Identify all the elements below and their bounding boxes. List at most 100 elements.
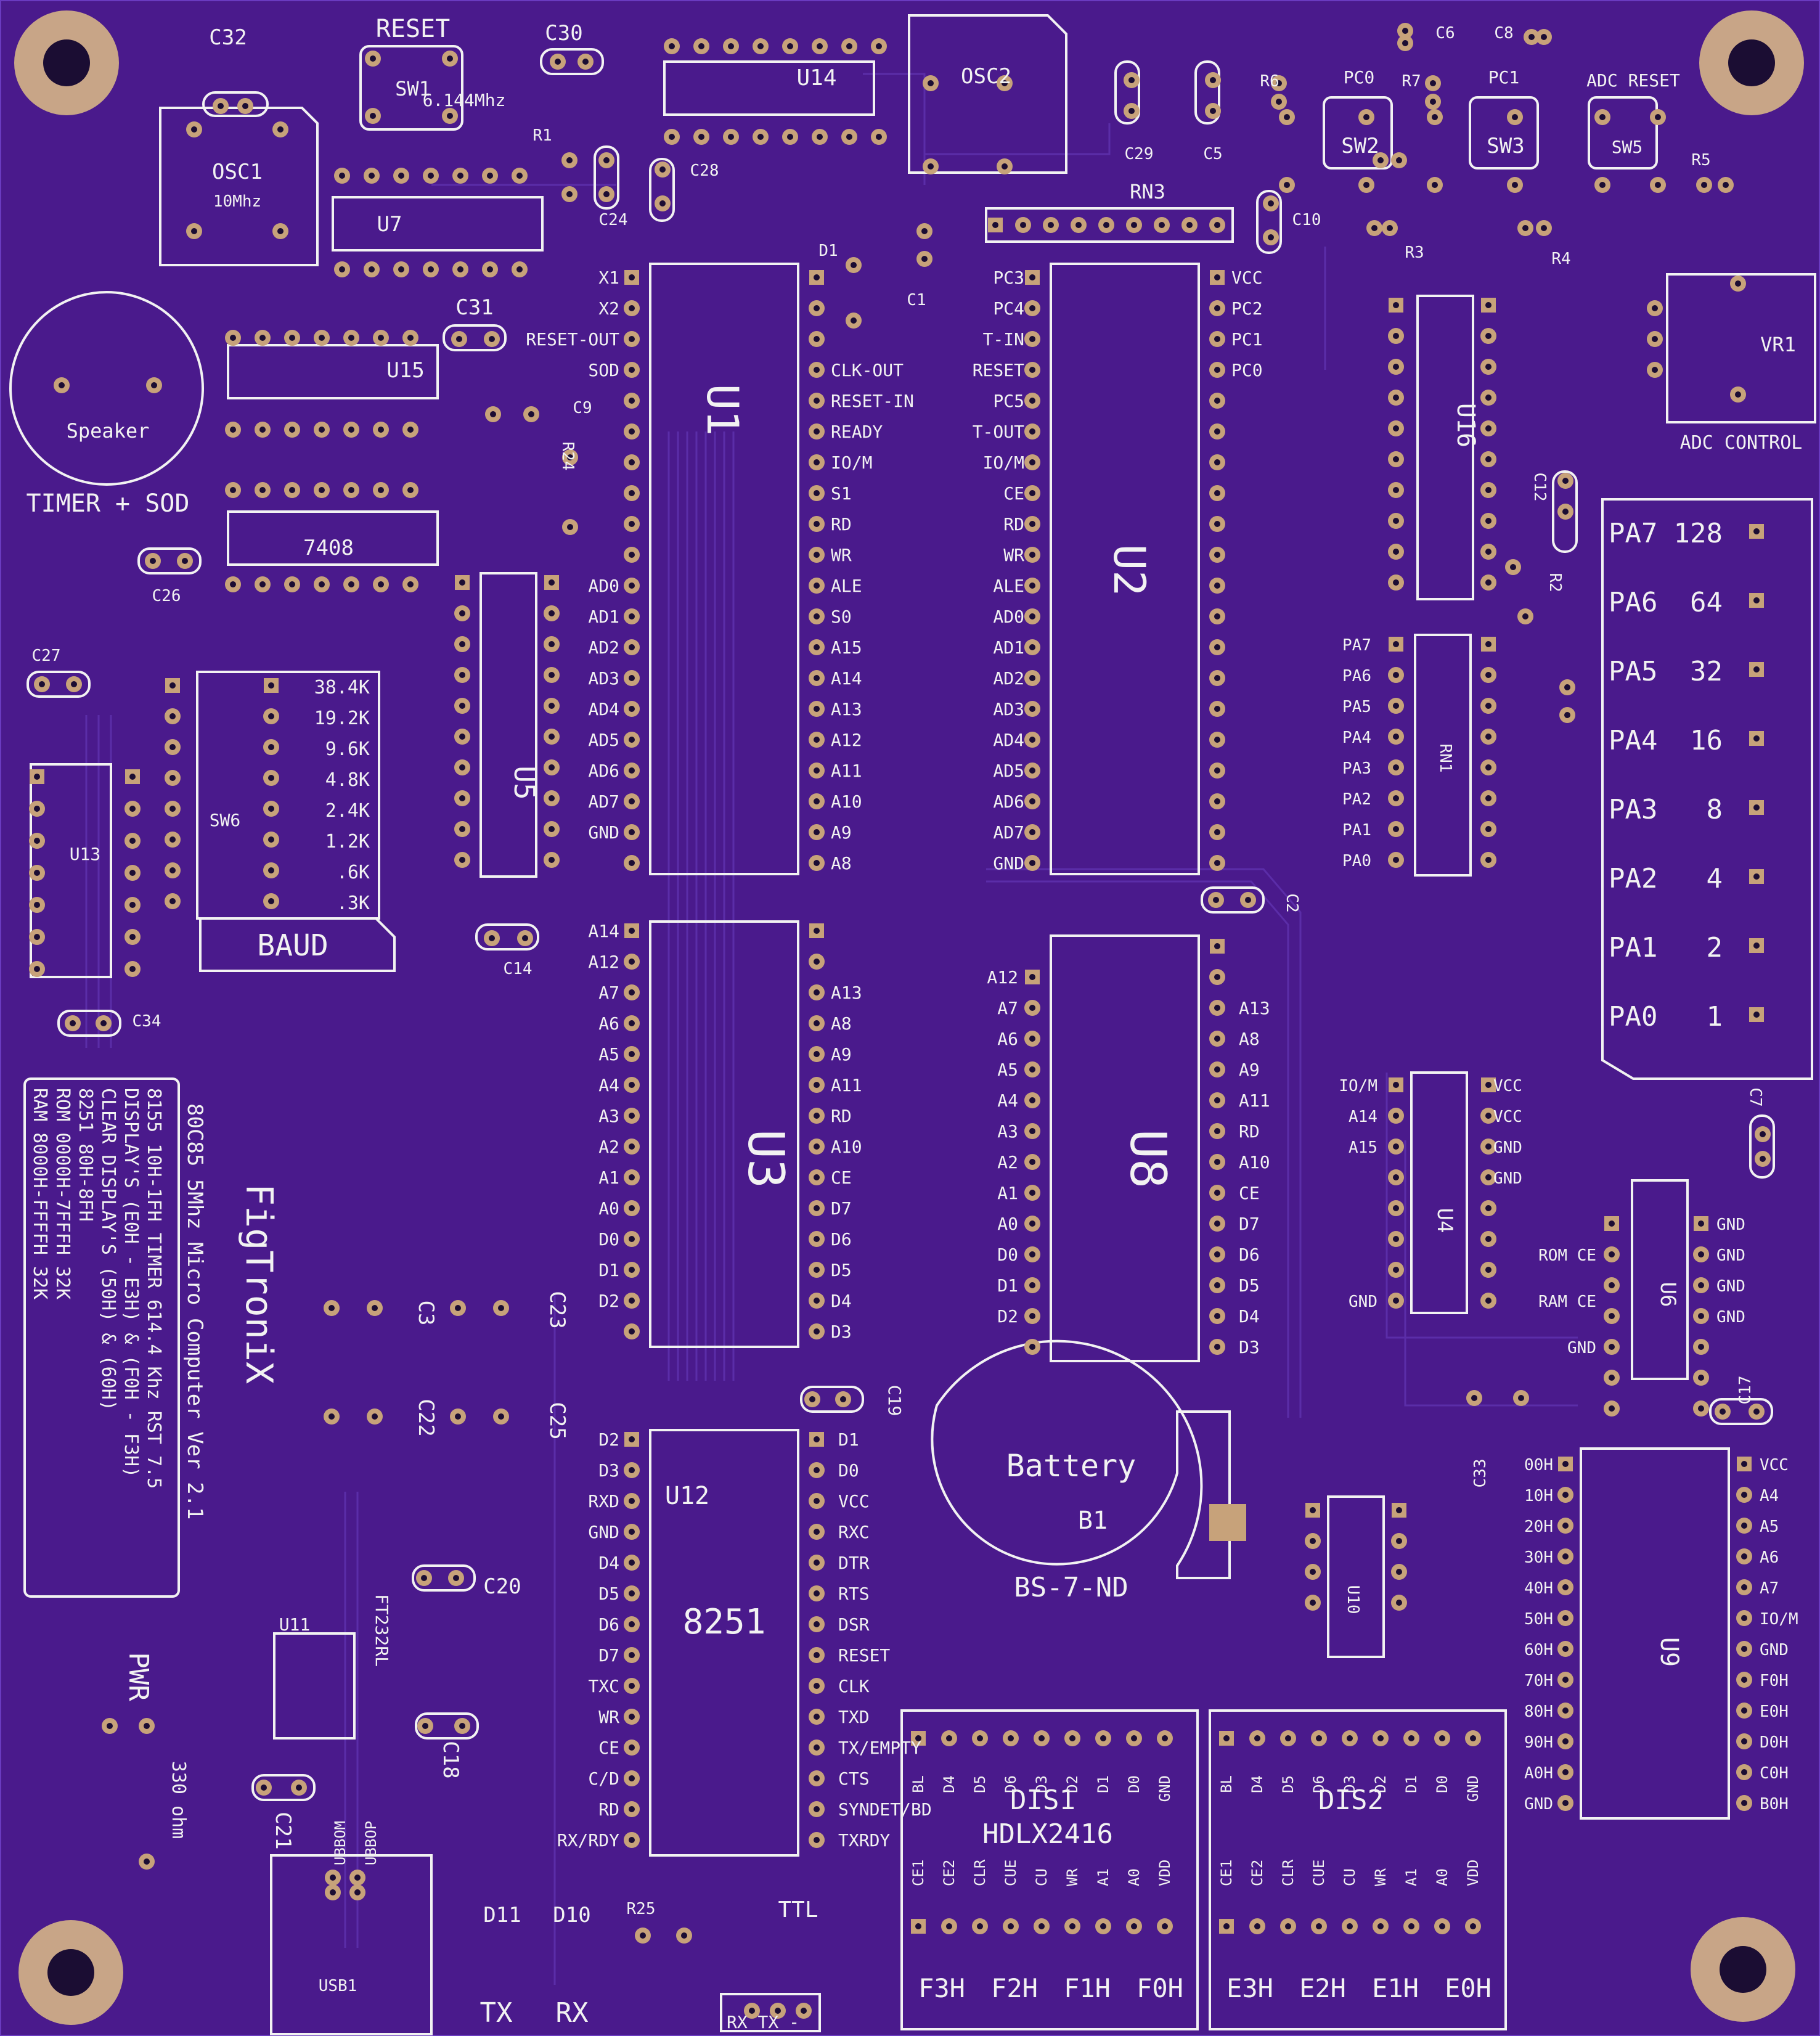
pin-label: A6 — [1760, 1548, 1779, 1567]
solder-pad — [1647, 331, 1663, 347]
pin-label: .6K — [337, 862, 370, 883]
solder-pad — [1536, 220, 1552, 236]
solder-pad — [1034, 1918, 1050, 1934]
component-designator: RN1 — [1436, 744, 1455, 773]
solder-pad — [482, 261, 498, 277]
solder-pad — [482, 168, 498, 184]
solder-pad — [1647, 300, 1663, 316]
solder-pad — [523, 406, 539, 422]
solder-pad — [972, 1730, 988, 1746]
solder-pad — [1425, 94, 1441, 110]
display-pin: D4 — [941, 1775, 958, 1793]
solder-pad — [1209, 362, 1225, 378]
pin-label: D7 — [1239, 1214, 1260, 1234]
solder-pad — [809, 984, 825, 1000]
pin-label: D6 — [831, 1229, 852, 1249]
solder-pad — [544, 852, 560, 868]
solder-pad — [1480, 482, 1496, 498]
component-designator: D10 — [553, 1903, 590, 1928]
pin-label: PA2 — [1342, 790, 1371, 809]
component-designator: ADC RESET — [1586, 70, 1680, 91]
component-designator: U1 — [697, 384, 748, 436]
component-designator: U10 — [1344, 1585, 1362, 1614]
solder-pad — [1095, 1918, 1111, 1934]
solder-pad — [1388, 574, 1404, 591]
solder-pad — [165, 862, 181, 878]
solder-pad — [809, 923, 824, 938]
port-weight: 4 — [1707, 863, 1723, 894]
solder-pad — [165, 739, 181, 755]
solder-pad — [1480, 1231, 1496, 1247]
pin-label: D0H — [1760, 1733, 1789, 1752]
solder-pad — [139, 1718, 155, 1734]
solder-pad — [1507, 109, 1523, 125]
solder-pad — [263, 862, 279, 878]
component-designator: VR1 — [1760, 333, 1796, 356]
solder-pad — [1737, 1457, 1752, 1471]
solder-pad — [1480, 328, 1496, 344]
component-designator: C25 — [545, 1402, 569, 1439]
solder-pad — [1209, 1031, 1225, 1047]
display-address: F1H — [1064, 1973, 1111, 2003]
solder-pad — [809, 793, 825, 809]
solder-pad — [165, 801, 181, 817]
memory-map-line: CLEAR DISPLAY'S (50H) & (60H) — [97, 1088, 119, 1411]
solder-pad — [1480, 574, 1496, 591]
solder-pad — [997, 75, 1013, 91]
solder-pad — [1403, 1730, 1419, 1746]
solder-pad — [484, 930, 500, 946]
solder-pad — [237, 98, 253, 114]
solder-pad — [624, 824, 640, 840]
display-pin: D5 — [971, 1775, 989, 1793]
solder-pad — [1559, 707, 1575, 723]
component-designator: U7 — [377, 212, 402, 237]
solder-pad — [676, 1928, 692, 1944]
solder-pad — [1480, 1262, 1496, 1278]
solder-pad — [124, 929, 141, 945]
component-designator: R1 — [533, 126, 552, 145]
solder-pad — [1730, 386, 1746, 403]
solder-pad — [1024, 639, 1040, 655]
pin-label: A9 — [831, 822, 852, 843]
solder-pad — [1124, 103, 1140, 119]
pin-label: AD6 — [993, 791, 1024, 812]
pin-label: GND — [1716, 1308, 1745, 1327]
solder-pad — [1024, 1000, 1040, 1016]
solder-pad — [29, 897, 45, 913]
solder-pad — [165, 770, 181, 786]
display-pin: CLR — [1279, 1859, 1297, 1886]
solder-pad — [804, 1391, 820, 1407]
pin-label: CLK-OUT — [831, 360, 904, 380]
solder-pad — [809, 1585, 825, 1601]
solder-pad — [624, 1555, 640, 1571]
pin-label: 30H — [1524, 1548, 1553, 1567]
solder-pad — [349, 1884, 365, 1900]
pin-label: A9 — [1239, 1060, 1260, 1080]
solder-pad — [1263, 195, 1279, 211]
component-designator: R2 — [1546, 573, 1564, 592]
solder-pad — [1481, 1077, 1496, 1092]
solder-pad — [624, 1323, 640, 1339]
solder-pad — [693, 129, 709, 145]
display-pin: CUE — [1310, 1860, 1328, 1886]
solder-pad — [1209, 670, 1225, 686]
pin-label: A8 — [1239, 1029, 1260, 1049]
pin-label: S0 — [831, 607, 852, 627]
solder-pad — [314, 482, 330, 498]
solder-pad — [544, 605, 560, 621]
pin-label: RTS — [838, 1584, 870, 1604]
solder-pad — [451, 331, 467, 347]
solder-pad — [809, 1015, 825, 1031]
solder-pad — [1647, 362, 1663, 378]
component-designator: USB1 — [319, 1977, 357, 1995]
solder-pad — [1736, 1672, 1752, 1688]
pin-label: 90H — [1524, 1733, 1553, 1752]
display-pin: CE2 — [1249, 1860, 1266, 1886]
solder-pad — [1209, 1092, 1225, 1108]
solder-pad — [1480, 852, 1496, 868]
component-designator: C18 — [438, 1741, 463, 1778]
solder-pad — [809, 1077, 825, 1093]
solder-pad — [1389, 298, 1403, 313]
solder-pad — [284, 422, 300, 438]
pin-label: A14 — [831, 668, 862, 689]
